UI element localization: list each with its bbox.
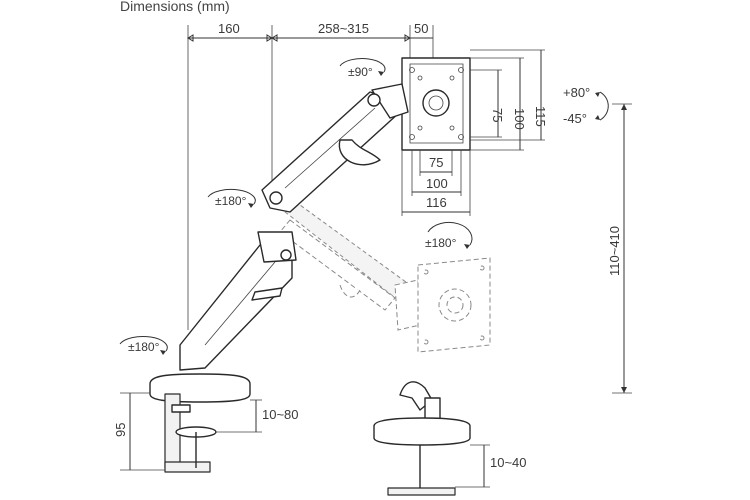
monitor-rotation-icon: [427, 221, 473, 249]
height-dimension: [612, 103, 632, 394]
swivel-label: ±90°: [348, 65, 373, 79]
elbow-rotation-icon: [207, 189, 256, 208]
dim-label-50: 50: [414, 21, 428, 36]
desk-clamp: [149, 373, 251, 473]
top-dimension-lines: [187, 25, 434, 330]
dim-label-vesa-100-v: 100: [512, 108, 527, 130]
vesa-vertical-dims: [470, 49, 545, 151]
elbow-rotation-label: ±180°: [215, 194, 247, 208]
dim-label-160: 160: [218, 21, 240, 36]
base-rotation-icon: [119, 336, 168, 355]
tilt-down-label: -45°: [563, 111, 587, 126]
dim-label-grommet-10-40: 10~40: [490, 455, 527, 470]
diagram-title: Dimensions (mm): [120, 0, 230, 14]
dim-label-vesa-100-h: 100: [426, 176, 448, 191]
dim-label-height: 110~410: [607, 226, 622, 276]
grommet-thickness-dimension: [455, 444, 490, 488]
lowered-arm-ghost: [278, 204, 491, 353]
dim-label-vesa-115-v: 115: [533, 106, 548, 127]
vesa-horizontal-dims: [401, 150, 471, 216]
swivel-rotation-icon: [339, 58, 386, 76]
dim-label-vesa-75-h: 75: [429, 155, 443, 170]
dim-label-vesa-116-h: 116: [426, 195, 447, 210]
grommet-mount: [373, 381, 471, 496]
clamp-height-dimension: [120, 392, 165, 471]
dim-label-258-315: 258~315: [318, 21, 369, 36]
monitor-rotation-label: ±180°: [425, 236, 457, 250]
tilt-up-label: +80°: [563, 85, 590, 100]
upper-arm: [261, 83, 409, 213]
dim-label-clamp-10-80: 10~80: [262, 407, 299, 422]
vesa-plate: [401, 57, 471, 151]
tilt-arrow-icon: [595, 91, 609, 121]
base-rotation-label: ±180°: [128, 340, 160, 354]
clamp-thickness-dimension: [215, 399, 262, 433]
lower-arm: [179, 231, 297, 371]
dim-label-clamp-95: 95: [113, 423, 128, 437]
dim-label-vesa-75-v: 75: [490, 108, 505, 122]
